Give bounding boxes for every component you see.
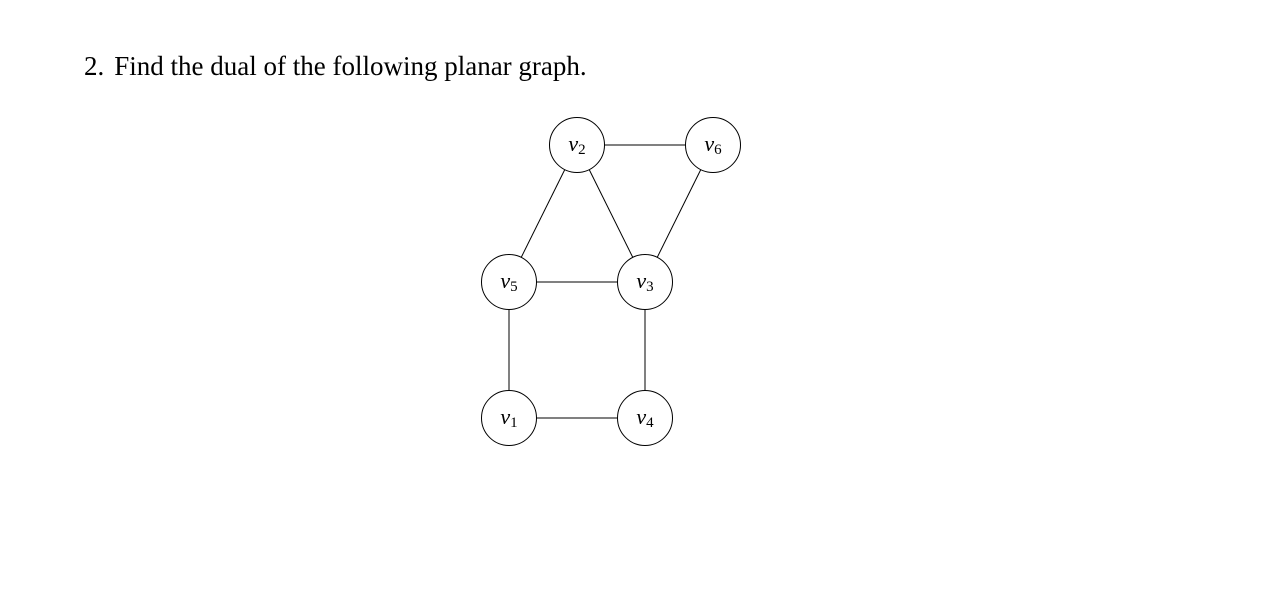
vertex-circle xyxy=(685,117,741,173)
problem-text: Find the dual of the following planar gr… xyxy=(114,51,587,81)
vertex-label: v3 xyxy=(636,268,653,295)
vertex-v6: v6 xyxy=(685,117,741,173)
vertex-label: v6 xyxy=(704,131,722,158)
vertex-v1: v1 xyxy=(481,390,537,446)
problem-number: 2. xyxy=(84,51,105,81)
edge-v2-v3 xyxy=(588,169,634,258)
vertex-circle xyxy=(617,254,673,310)
graph-vertices: v1 v2 v3 v4 v5 v6 xyxy=(481,117,741,446)
vertex-circle xyxy=(481,254,537,310)
problem-statement: 2. Find the dual of the following planar … xyxy=(84,48,587,84)
vertex-v2: v2 xyxy=(549,117,605,173)
vertex-label: v1 xyxy=(500,404,517,431)
vertex-v3: v3 xyxy=(617,254,673,310)
vertex-circle xyxy=(481,390,537,446)
vertex-circle xyxy=(549,117,605,173)
edge-v6-v3 xyxy=(656,169,702,258)
vertex-label: v5 xyxy=(500,268,517,295)
graph-edges xyxy=(508,144,702,419)
vertex-circle xyxy=(617,390,673,446)
vertex-v5: v5 xyxy=(481,254,537,310)
vertex-label: v4 xyxy=(636,404,654,431)
vertex-v4: v4 xyxy=(617,390,673,446)
vertex-label: v2 xyxy=(568,131,585,158)
edge-v2-v5 xyxy=(520,169,566,258)
